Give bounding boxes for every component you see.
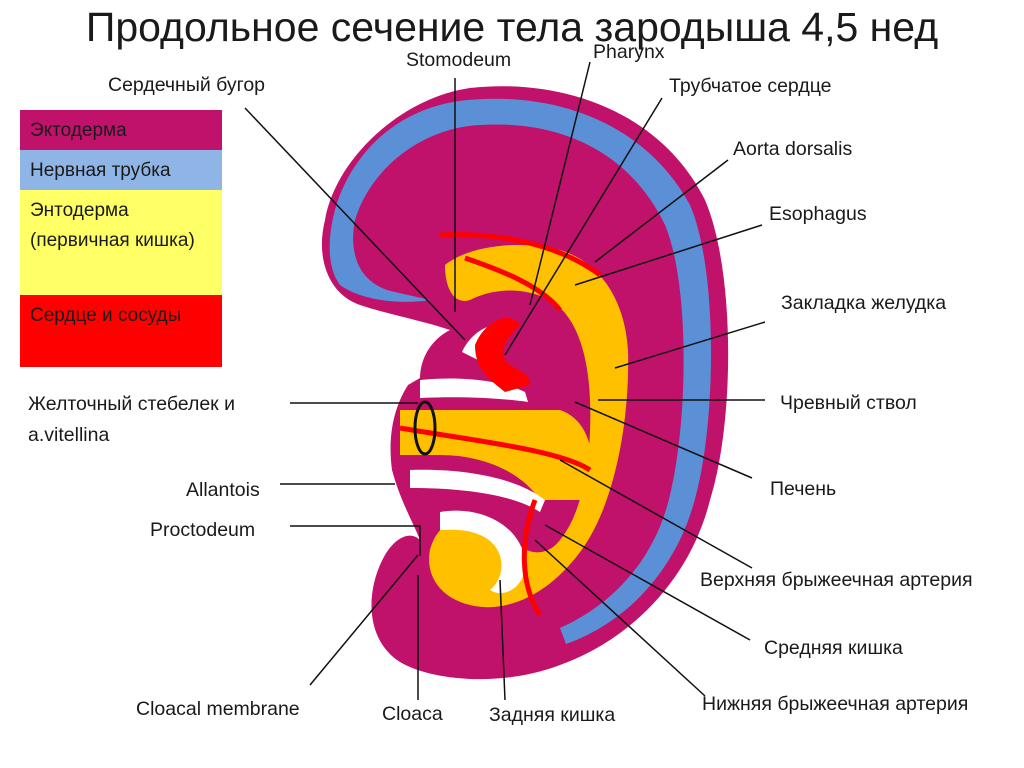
- aortic-arch: [464, 255, 562, 312]
- label-stomodeum: Stomodeum: [406, 49, 512, 71]
- legend-neural-tube: Нервная трубка: [20, 150, 222, 190]
- label-yolk-stalk-line2: a.vitellina: [28, 424, 110, 446]
- endoderm-lower-band: [400, 410, 592, 500]
- amniotic-cavity-lower: [440, 510, 526, 594]
- leader-inferior-mesenteric: [534, 539, 706, 697]
- label-liver: Печень: [770, 478, 837, 500]
- leader-aorta-dorsalis: [594, 159, 729, 263]
- label-cardiac-bulge: Сердечный бугор: [108, 74, 266, 96]
- label-cloacal-membrane: Cloacal membrane: [136, 698, 300, 720]
- label-stomach-primordium: Закладка желудка: [781, 292, 947, 314]
- legend-vessels-label: Сердце и сосуды: [30, 305, 182, 326]
- legend-endoderm-label: Энтодерма (первичная кишка): [30, 200, 195, 251]
- leader-liver: [574, 401, 753, 479]
- leader-pharynx: [529, 61, 591, 306]
- label-inferior-mesenteric: Нижняя брыжеечная артерия: [702, 693, 969, 715]
- leader-lines: [244, 61, 766, 701]
- diagram-title: Продольное сечение тела зародыша 4,5 нед: [85, 4, 939, 50]
- label-esophagus: Esophagus: [769, 203, 867, 225]
- label-tubular-heart: Трубчатое сердце: [669, 75, 832, 97]
- vitelline-artery: [399, 425, 592, 473]
- label-cloaca: Cloaca: [382, 703, 443, 725]
- legend-neural-tube-label: Нервная трубка: [30, 160, 171, 181]
- label-pharynx: Pharynx: [593, 41, 665, 63]
- leader-midgut: [544, 524, 751, 641]
- vessels: [399, 232, 602, 617]
- label-superior-mesenteric: Верхняя брыжеечная артерия: [700, 569, 973, 591]
- legend-vessels: Сердце и сосуды: [20, 295, 222, 367]
- leader-tubular-heart: [504, 97, 663, 356]
- label-hindgut: Задняя кишка: [489, 704, 616, 726]
- amniotic-cavity-middle: [410, 469, 545, 512]
- dorsal-aorta: [439, 232, 602, 278]
- leader-cardiac-bulge: [244, 107, 466, 341]
- leader-cloacal-membrane: [309, 554, 419, 686]
- tubular-heart-shape: [475, 317, 530, 392]
- legend-endoderm: Энтодерма (первичная кишка): [20, 190, 222, 295]
- leader-esophagus: [574, 224, 763, 286]
- mesenteric-artery: [521, 499, 543, 617]
- leader-hindgut: [499, 579, 506, 701]
- leader-stomach: [614, 321, 766, 369]
- label-celiac-trunk: Чревный ствол: [780, 392, 917, 414]
- neural-tube-band: [329, 98, 712, 645]
- yolk-stalk-oval: [413, 400, 437, 456]
- label-allantois: Allantois: [186, 479, 260, 501]
- endoderm-gut: [429, 245, 629, 608]
- leader-proctodeum: [290, 525, 421, 556]
- label-proctodeum: Proctodeum: [150, 519, 256, 541]
- label-yolk-stalk-line1: Желточный стебелек и: [28, 393, 236, 415]
- legend-ectoderm: Эктодерма: [20, 110, 222, 150]
- legend-ectoderm-label: Эктодерма: [30, 120, 127, 141]
- label-midgut: Средняя кишка: [764, 637, 903, 659]
- label-aorta-dorsalis: Aorta dorsalis: [733, 138, 853, 160]
- leader-superior-mesenteric: [559, 459, 753, 569]
